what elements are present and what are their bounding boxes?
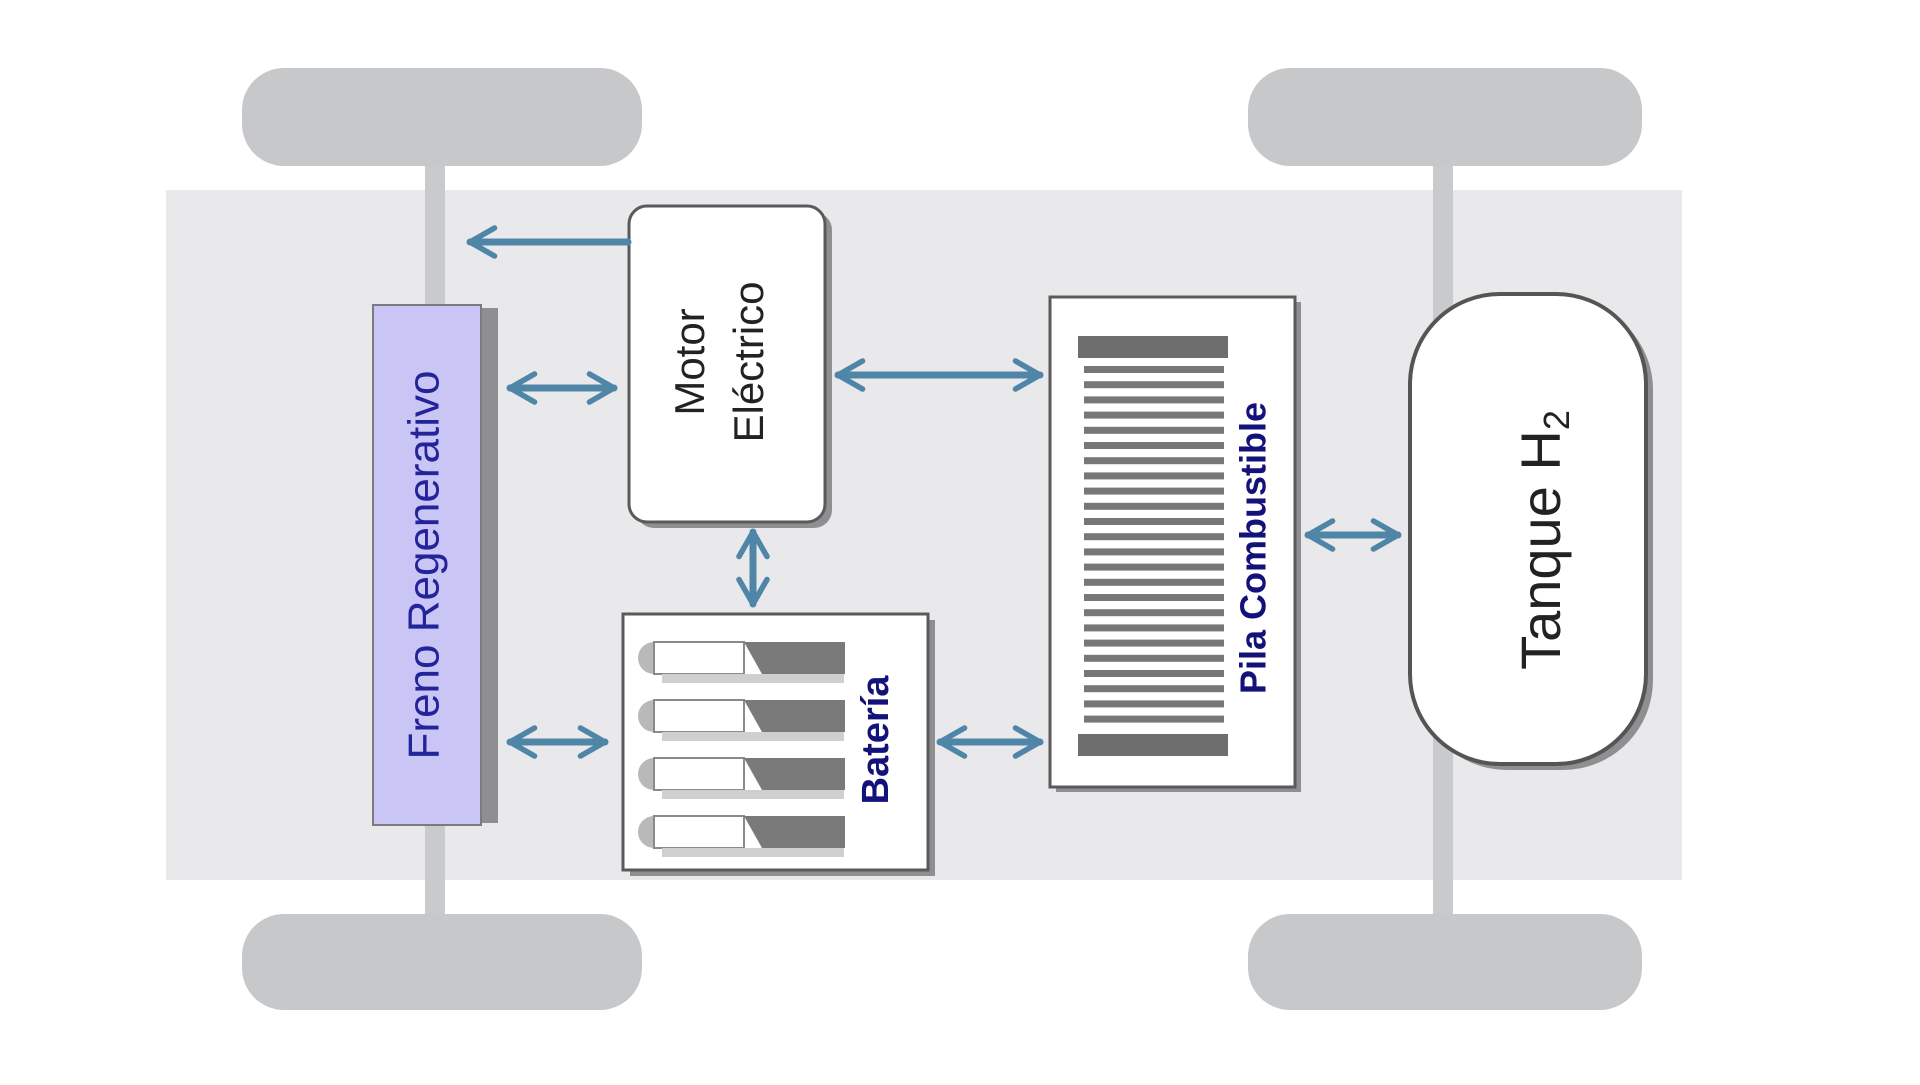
tank-label-subscript: 2 [1536,410,1577,430]
fuel-cell-block: Pila Combustible [1048,295,1301,792]
stack-plate [1084,715,1224,723]
stack-plate [1084,411,1224,419]
stack-plate [1084,670,1224,677]
motor-label-line2: Eléctrico [725,281,772,442]
battery-cell [638,641,845,683]
stack-plate [1084,442,1224,449]
wheel-rear-right [1248,914,1642,1010]
stack-plate [1084,654,1224,662]
stack-plate [1084,472,1224,480]
stack-plate [1084,624,1224,632]
tank-label-main: Tanque H [1509,430,1572,670]
stack-plate [1084,609,1224,617]
hydrogen-tank-block: Tanque H2 [1408,292,1653,770]
stack-end-plate [1078,734,1228,756]
fuel-cell-stack [1078,336,1228,756]
stack-plate [1084,502,1224,510]
stack-plate [1084,457,1224,465]
stack-plate [1084,366,1224,373]
motor-label-line1: Motor [666,308,713,415]
battery-cell [638,699,845,741]
stack-plate [1084,487,1224,495]
stack-plate [1084,518,1224,525]
stack-plate [1084,381,1224,389]
battery-cell [638,815,845,857]
battery-cells [638,641,845,857]
wheel-front-left [242,68,642,166]
stack-plate [1084,426,1224,434]
battery-cell [638,757,845,799]
stack-plate [1084,594,1224,601]
battery-label: Batería [855,675,897,805]
fuel-cell-label: Pila Combustible [1233,402,1274,694]
stack-plate [1084,548,1224,556]
stack-plate [1084,396,1224,404]
regen-brake-label: Freno Regenerativo [400,371,449,760]
electric-motor-block: Motor Eléctrico [627,204,832,528]
stack-plate [1084,700,1224,708]
stack-end-plate [1078,336,1228,358]
stack-plate [1084,563,1224,571]
stack-plate [1084,685,1224,693]
wheel-front-right [242,914,642,1010]
battery-block: Batería [621,612,935,876]
stack-plate [1084,578,1224,586]
stack-plate [1084,533,1224,541]
stack-plate [1084,639,1224,647]
tank-label: Tanque H2 [1509,410,1577,670]
regen-brake-block: Freno Regenerativo [372,304,498,826]
wheel-rear-left [1248,68,1642,166]
